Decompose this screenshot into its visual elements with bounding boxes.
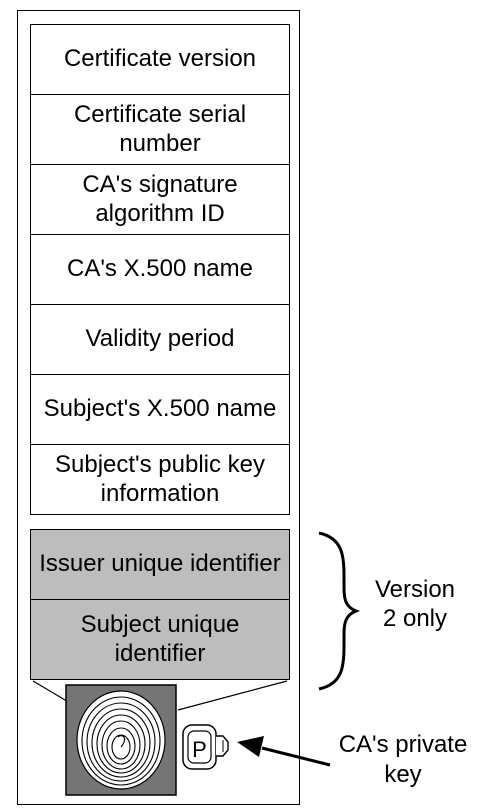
version-2-only-text: Version 2 only [374,576,456,632]
curly-brace [318,531,361,691]
field-label: Validity period [85,325,235,353]
field-label: Subject's X.500 name [43,395,277,423]
field-box: Issuer unique identifier [30,529,290,600]
field-box: Validity period [30,304,290,375]
field-label: Certificate serial number [73,101,247,157]
key-letter: P [192,737,207,762]
field-label: Issuer unique identifier [39,550,281,578]
certificate-outline [17,10,300,805]
fingerprint-icon [65,684,177,796]
field-box: CA's X.500 name [30,234,290,305]
field-label: CA's signature algorithm ID [82,171,238,227]
field-box: Subject's public key information [30,444,290,515]
ca-private-key-label: CA's private key [318,730,488,790]
field-label: Certificate version [63,45,257,73]
arrow-to-key [237,736,331,767]
field-label: Subject unique identifier [80,611,240,667]
field-label: CA's X.500 name [66,255,253,283]
version-2-only-label: Version 2 only [355,576,475,634]
connector-line-right [177,680,288,711]
field-box: Subject's X.500 name [30,374,290,445]
ca-private-key-text: CA's private key [338,731,468,788]
key-icon: P [182,724,229,770]
field-box: Subject unique identifier [30,599,290,680]
field-label: Subject's public key information [54,451,266,507]
